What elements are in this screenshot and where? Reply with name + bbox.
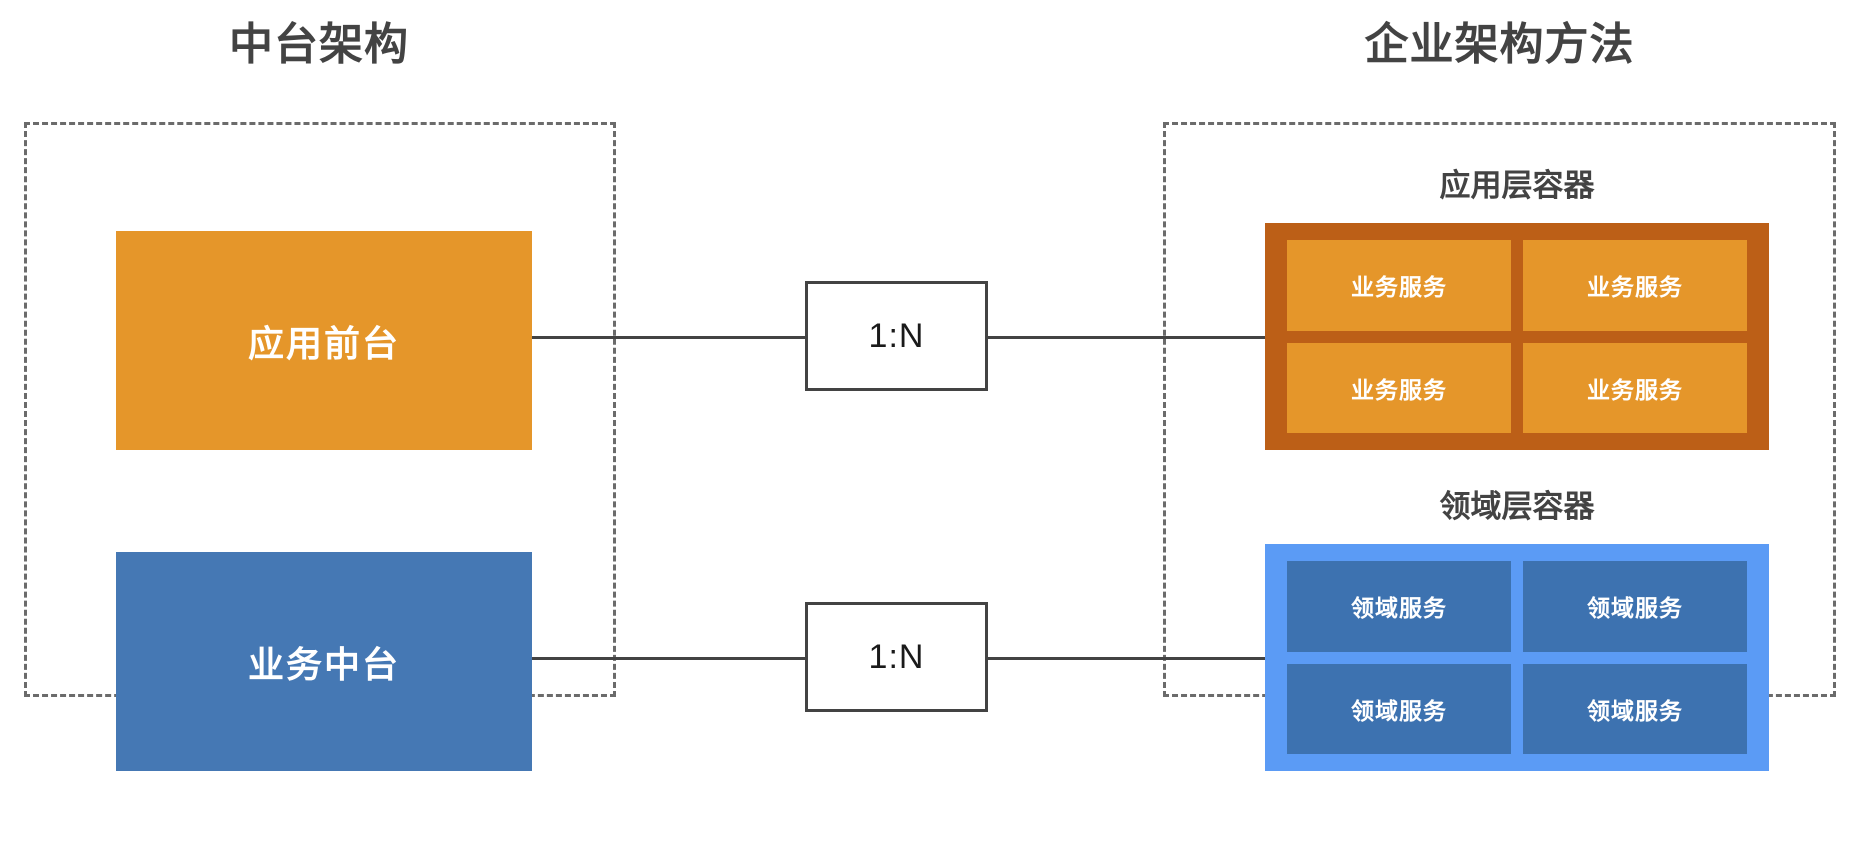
container-application-layer: 业务服务 业务服务 业务服务 业务服务 bbox=[1265, 223, 1769, 450]
service-cell[interactable]: 业务服务 bbox=[1287, 240, 1511, 331]
page-title-right: 企业架构方法 bbox=[1364, 20, 1635, 69]
service-cell[interactable]: 业务服务 bbox=[1523, 240, 1747, 331]
service-cell[interactable]: 领域服务 bbox=[1523, 561, 1747, 652]
service-cell[interactable]: 业务服务 bbox=[1523, 342, 1747, 433]
service-cell[interactable]: 领域服务 bbox=[1287, 663, 1511, 754]
cardinality-badge-top: 1:N bbox=[805, 281, 988, 391]
service-cell[interactable]: 业务服务 bbox=[1287, 342, 1511, 433]
block-application-frontend[interactable]: 应用前台 bbox=[116, 231, 532, 450]
connector-line-bottom-left bbox=[532, 657, 805, 660]
cardinality-badge-bottom: 1:N bbox=[805, 602, 988, 712]
block-business-middle-platform[interactable]: 业务中台 bbox=[116, 552, 532, 771]
page-title-left: 中台架构 bbox=[229, 20, 409, 69]
service-cell[interactable]: 领域服务 bbox=[1287, 561, 1511, 652]
cardinality-badge-bottom-label: 1:N bbox=[868, 637, 925, 676]
service-cell[interactable]: 领域服务 bbox=[1523, 663, 1747, 754]
cardinality-badge-top-label: 1:N bbox=[868, 316, 925, 355]
container-label-domain-layer: 领域层容器 bbox=[1439, 489, 1595, 524]
container-label-application-layer: 应用层容器 bbox=[1439, 168, 1595, 203]
connector-line-top-right bbox=[988, 336, 1265, 339]
connector-line-bottom-right bbox=[988, 657, 1265, 660]
container-domain-layer: 领域服务 领域服务 领域服务 领域服务 bbox=[1265, 544, 1769, 771]
connector-line-top-left bbox=[532, 336, 805, 339]
block-business-middle-platform-label: 业务中台 bbox=[247, 643, 400, 685]
block-application-frontend-label: 应用前台 bbox=[247, 322, 400, 364]
